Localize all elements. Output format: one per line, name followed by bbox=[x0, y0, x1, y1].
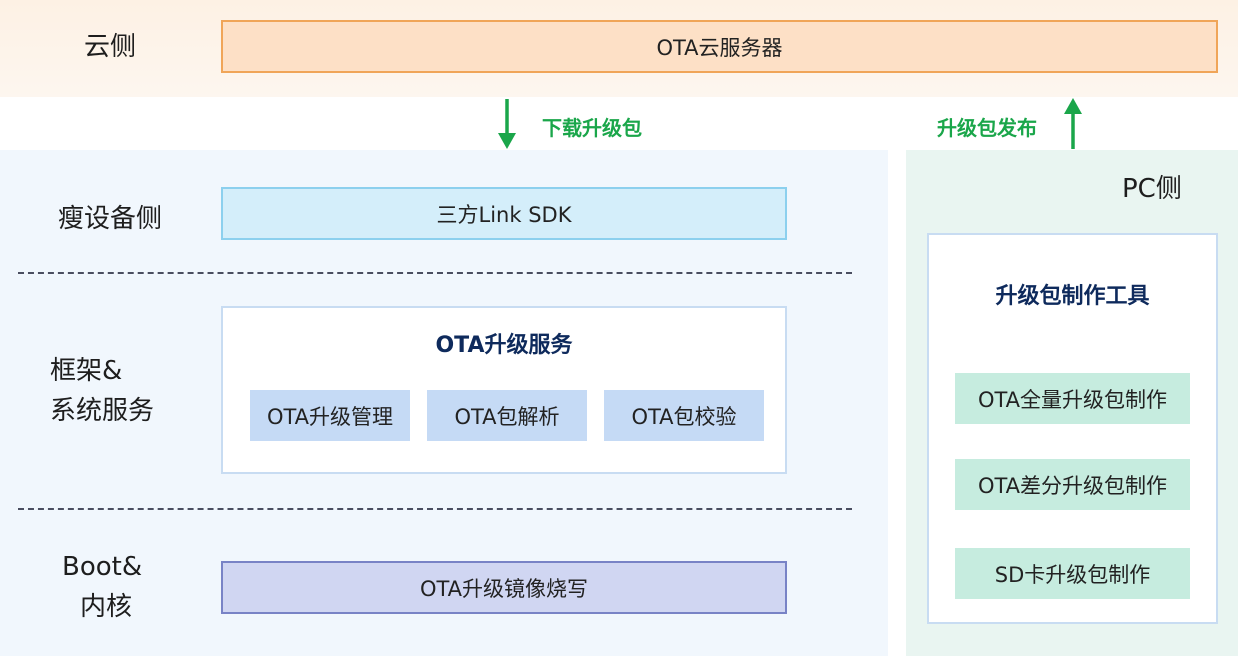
package-tool-title: 升级包制作工具 bbox=[995, 284, 1150, 309]
thin-device-side-label: 瘦设备侧 bbox=[57, 204, 162, 234]
publish-package-label: 升级包发布 bbox=[937, 116, 1037, 140]
layer-divider bbox=[18, 272, 852, 274]
download-package-label: 下载升级包 bbox=[542, 116, 642, 140]
pc-side-label: PC侧 bbox=[1122, 174, 1182, 204]
framework-label-line1: 框架& bbox=[50, 356, 123, 386]
boot-label-line1: Boot& bbox=[62, 552, 143, 582]
publish-arrow-icon bbox=[1064, 98, 1082, 149]
sd-card-package-build-box: SD卡升级包制作 bbox=[955, 548, 1190, 599]
ota-upgrade-management-box: OTA升级管理 bbox=[250, 390, 410, 441]
diff-package-build-box: OTA差分升级包制作 bbox=[955, 459, 1190, 510]
ota-cloud-server-box: OTA云服务器 bbox=[221, 20, 1218, 73]
ota-package-parsing-box: OTA包解析 bbox=[427, 390, 587, 441]
framework-label-line2: 系统服务 bbox=[50, 396, 155, 426]
ota-upgrade-service-title: OTA升级服务 bbox=[435, 333, 573, 358]
third-party-link-sdk-box: 三方Link SDK bbox=[221, 187, 787, 240]
ota-package-verification-box: OTA包校验 bbox=[604, 390, 764, 441]
download-arrow-icon bbox=[498, 99, 516, 149]
ota-image-flash-box: OTA升级镜像烧写 bbox=[221, 561, 787, 614]
layer-divider bbox=[18, 508, 852, 510]
boot-label-line2: 内核 bbox=[80, 592, 133, 622]
full-package-build-box: OTA全量升级包制作 bbox=[955, 373, 1190, 424]
cloud-side-label: 云侧 bbox=[83, 32, 136, 62]
